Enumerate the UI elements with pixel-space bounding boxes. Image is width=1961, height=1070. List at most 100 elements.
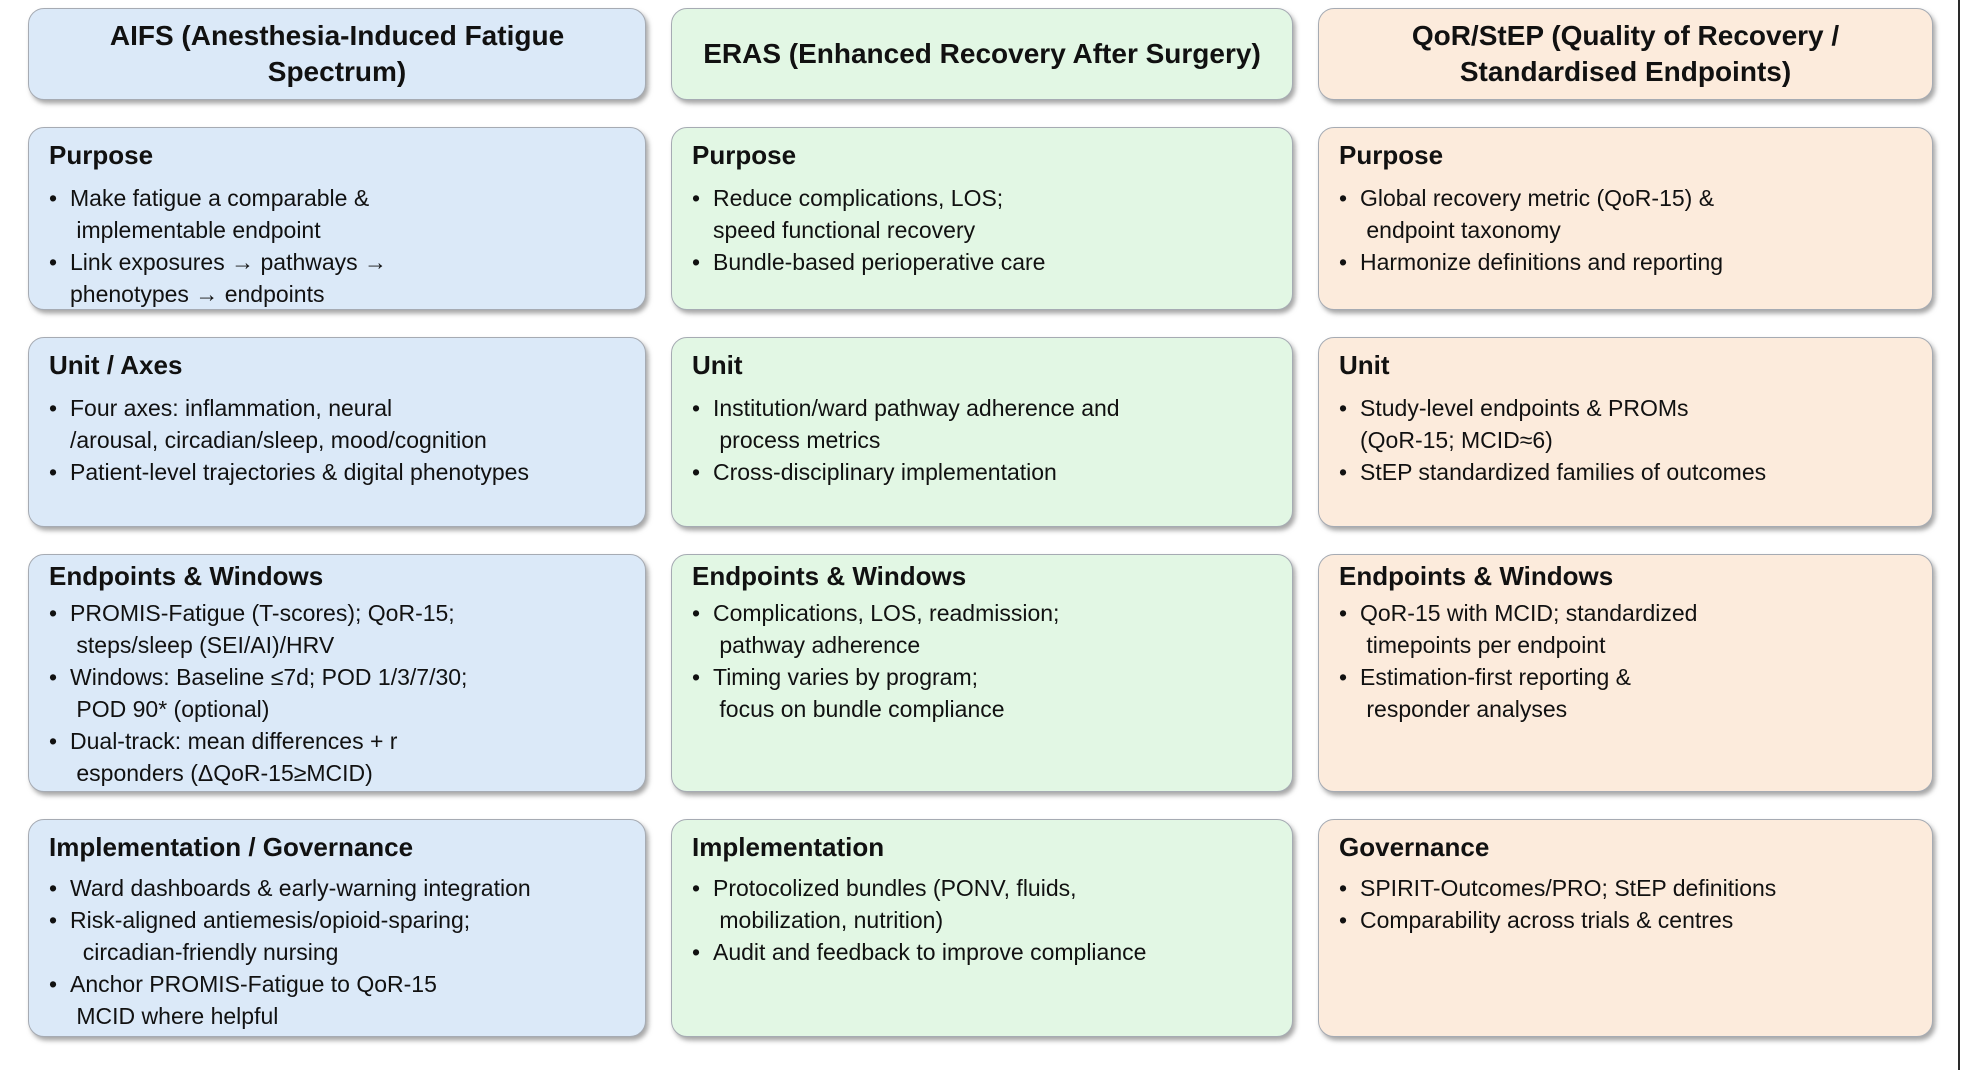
bullet-icon: • <box>1339 907 1348 933</box>
list-item: • Complications, LOS, readmission; pathw… <box>692 597 1272 661</box>
list-item: • SPIRIT-Outcomes/PRO; StEP definitions <box>1339 872 1912 904</box>
bullet-text: Complications, LOS, readmission; pathway… <box>713 600 1060 658</box>
list-item: • Global recovery metric (QoR-15) & endp… <box>1339 182 1912 246</box>
bullet-icon: • <box>1339 395 1348 421</box>
bullet-text: Bundle-based perioperative care <box>713 249 1046 275</box>
bullet-icon: • <box>49 664 58 690</box>
bullet-text: Anchor PROMIS-Fatigue to QoR-15 MCID whe… <box>70 971 437 1029</box>
bullet-text: Comparability across trials & centres <box>1360 907 1734 933</box>
card-heading: Endpoints & Windows <box>49 561 324 591</box>
list-item: • StEP standardized families of outcomes <box>1339 456 1912 488</box>
card-heading: Unit <box>1339 350 1390 380</box>
card-heading: Unit <box>692 350 743 380</box>
list-item: • Protocolized bundles (PONV, fluids, mo… <box>692 872 1272 936</box>
bullet-icon: • <box>49 600 58 626</box>
bullet-icon: • <box>692 249 701 275</box>
bullet-text: Reduce complications, LOS; speed functio… <box>713 185 1004 243</box>
bullet-text: PROMIS-Fatigue (T-scores); QoR-15; steps… <box>70 600 455 658</box>
bullet-text: Institution/ward pathway adherence and p… <box>713 395 1120 453</box>
bullet-text: Study-level endpoints & PROMs (QoR-15; M… <box>1360 395 1689 453</box>
card-aifs-unit-axes: Unit / Axes • Four axes: inflammation, n… <box>28 337 646 527</box>
column-eras: ERAS (Enhanced Recovery After Surgery) P… <box>671 8 1293 1037</box>
bullet-icon: • <box>692 875 701 901</box>
card-heading: Purpose <box>1339 140 1444 170</box>
bullet-icon: • <box>692 185 701 211</box>
list-item: • Dual-track: mean differences + r espon… <box>49 725 625 789</box>
bullet-icon: • <box>692 395 701 421</box>
bullet-text: Risk-aligned antiemesis/opioid-sparing; … <box>70 907 471 965</box>
bullet-text: Ward dashboards & early-warning integrat… <box>70 875 531 901</box>
bullet-text: StEP standardized families of outcomes <box>1360 459 1767 485</box>
card-qor-governance: Governance • SPIRIT-Outcomes/PRO; StEP d… <box>1318 819 1933 1037</box>
card-qor-purpose: Purpose • Global recovery metric (QoR-15… <box>1318 127 1933 310</box>
bullet-icon: • <box>692 664 701 690</box>
card-heading: Unit / Axes <box>49 350 183 380</box>
bullet-icon: • <box>1339 185 1348 211</box>
bullet-text: Patient-level trajectories & digital phe… <box>70 459 529 485</box>
card-qor-unit: Unit • Study-level endpoints & PROMs (Qo… <box>1318 337 1933 527</box>
bullet-icon: • <box>49 185 58 211</box>
bullet-icon: • <box>692 459 701 485</box>
column-header-eras: ERAS (Enhanced Recovery After Surgery) <box>671 8 1293 100</box>
list-item: • QoR-15 with MCID; standardized timepoi… <box>1339 597 1912 661</box>
bullet-text: Audit and feedback to improve compliance <box>713 939 1147 965</box>
bullet-icon: • <box>692 939 701 965</box>
card-heading: Endpoints & Windows <box>692 561 967 591</box>
column-header-qor-step: QoR/StEP (Quality of Recovery / Standard… <box>1318 8 1933 100</box>
bullet-icon: • <box>49 249 58 275</box>
card-eras-purpose: Purpose • Reduce complications, LOS; spe… <box>671 127 1293 310</box>
bullet-icon: • <box>49 459 58 485</box>
list-item: • Four axes: inflammation, neural /arous… <box>49 392 625 456</box>
bullet-text: Link exposures → pathways → phenotypes →… <box>70 249 388 307</box>
bullet-text: Timing varies by program; focus on bundl… <box>713 664 1005 722</box>
list-item: • Audit and feedback to improve complian… <box>692 936 1272 968</box>
bullet-icon: • <box>1339 600 1348 626</box>
card-qor-endpoints-windows: Endpoints & Windows • QoR-15 with MCID; … <box>1318 554 1933 792</box>
bullet-text: SPIRIT-Outcomes/PRO; StEP definitions <box>1360 875 1777 901</box>
list-item: • Ward dashboards & early-warning integr… <box>49 872 625 904</box>
bullet-icon: • <box>692 600 701 626</box>
bullet-text: Global recovery metric (QoR-15) & endpoi… <box>1360 185 1715 243</box>
card-aifs-endpoints-windows: Endpoints & Windows • PROMIS-Fatigue (T-… <box>28 554 646 792</box>
list-item: • Anchor PROMIS-Fatigue to QoR-15 MCID w… <box>49 968 625 1032</box>
bullet-icon: • <box>49 728 58 754</box>
bullet-icon: • <box>49 907 58 933</box>
list-item: • Bundle-based perioperative care <box>692 246 1272 278</box>
bullet-icon: • <box>1339 664 1348 690</box>
bullet-icon: • <box>1339 875 1348 901</box>
list-item: • Study-level endpoints & PROMs (QoR-15;… <box>1339 392 1912 456</box>
card-eras-unit: Unit • Institution/ward pathway adherenc… <box>671 337 1293 527</box>
list-item: • Estimation-first reporting & responder… <box>1339 661 1912 725</box>
bullet-text: QoR-15 with MCID; standardized timepoint… <box>1360 600 1698 658</box>
list-item: • Risk-aligned antiemesis/opioid-sparing… <box>49 904 625 968</box>
list-item: • Reduce complications, LOS; speed funct… <box>692 182 1272 246</box>
card-aifs-purpose: Purpose • Make fatigue a comparable & im… <box>28 127 646 310</box>
bullet-icon: • <box>49 875 58 901</box>
bullet-icon: • <box>49 395 58 421</box>
list-item: • Institution/ward pathway adherence and… <box>692 392 1272 456</box>
bullet-text: Protocolized bundles (PONV, fluids, mobi… <box>713 875 1077 933</box>
bullet-icon: • <box>49 971 58 997</box>
bullet-text: Make fatigue a comparable & implementabl… <box>70 185 370 243</box>
screen-right-border <box>1958 0 1960 1070</box>
list-item: • Make fatigue a comparable & implementa… <box>49 182 625 246</box>
bullet-text: Cross-disciplinary implementation <box>713 459 1057 485</box>
column-qor-step: QoR/StEP (Quality of Recovery / Standard… <box>1318 8 1933 1037</box>
bullet-text: Harmonize definitions and reporting <box>1360 249 1724 275</box>
card-eras-implementation: Implementation • Protocolized bundles (P… <box>671 819 1293 1037</box>
card-heading: Implementation <box>692 832 885 862</box>
card-heading: Purpose <box>692 140 797 170</box>
bullet-text: Dual-track: mean differences + r esponde… <box>70 728 398 786</box>
card-heading: Endpoints & Windows <box>1339 561 1614 591</box>
list-item: • Windows: Baseline ≤7d; POD 1/3/7/30; P… <box>49 661 625 725</box>
card-aifs-implementation-governance: Implementation / Governance • Ward dashb… <box>28 819 646 1037</box>
list-item: • Patient-level trajectories & digital p… <box>49 456 625 488</box>
card-heading: Implementation / Governance <box>49 832 414 862</box>
card-heading: Governance <box>1339 832 1490 862</box>
column-aifs: AIFS (Anesthesia-Induced Fatigue Spectru… <box>28 8 646 1037</box>
list-item: • Harmonize definitions and reporting <box>1339 246 1912 278</box>
column-header-aifs: AIFS (Anesthesia-Induced Fatigue Spectru… <box>28 8 646 100</box>
comparison-board: AIFS (Anesthesia-Induced Fatigue Spectru… <box>28 8 1933 1037</box>
bullet-text: Windows: Baseline ≤7d; POD 1/3/7/30; POD… <box>70 664 468 722</box>
list-item: • Comparability across trials & centres <box>1339 904 1912 936</box>
